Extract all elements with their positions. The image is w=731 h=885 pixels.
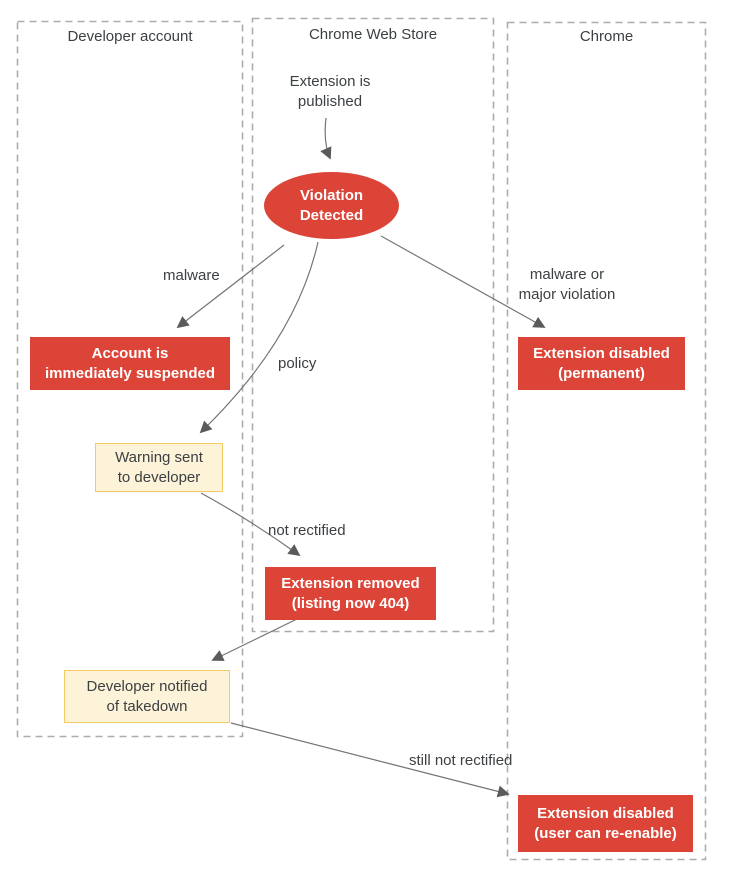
node-extension-disabled-permanent: Extension disabled (permanent)	[518, 337, 685, 390]
edge-label-still-not-rectified: still not rectified	[409, 752, 513, 769]
lane-title-chrome: Chrome	[579, 28, 634, 45]
edge-label-not-rectified: not rectified	[268, 522, 346, 539]
node-violation-detected: Violation Detected	[264, 172, 399, 239]
lane-chrome-web-store-border	[251, 17, 495, 633]
edge-policy-to-warning	[199, 241, 319, 434]
edge-removed-to-notified	[211, 618, 298, 661]
node-developer-notified: Developer notified of takedown	[64, 670, 230, 723]
edge-not-rectified-to-removed	[200, 492, 301, 557]
edge-label-policy: policy	[278, 355, 317, 372]
edge-malware-to-suspended	[176, 244, 285, 329]
node-extension-removed: Extension removed (listing now 404)	[265, 567, 436, 620]
node-extension-published: Extension is published	[289, 73, 371, 110]
node-account-suspended: Account is immediately suspended	[30, 337, 230, 390]
edge-still-not-rectified-to-disabled-reenable	[230, 722, 510, 798]
node-warning-sent: Warning sent to developer	[95, 443, 223, 492]
lane-title-chrome-web-store: Chrome Web Store	[308, 26, 438, 43]
lane-title-developer-account: Developer account	[67, 28, 193, 45]
edge-label-malware: malware	[163, 267, 220, 284]
edge-published-to-violation	[320, 117, 332, 160]
lane-chrome-border	[506, 21, 707, 861]
edge-label-malware-or-major-violation: malware or major violation	[518, 266, 616, 303]
edge-major-violation-to-disabled-permanent	[380, 235, 546, 328]
lane-developer-account-border	[16, 20, 244, 738]
node-extension-disabled-reenable: Extension disabled (user can re-enable)	[518, 795, 693, 852]
